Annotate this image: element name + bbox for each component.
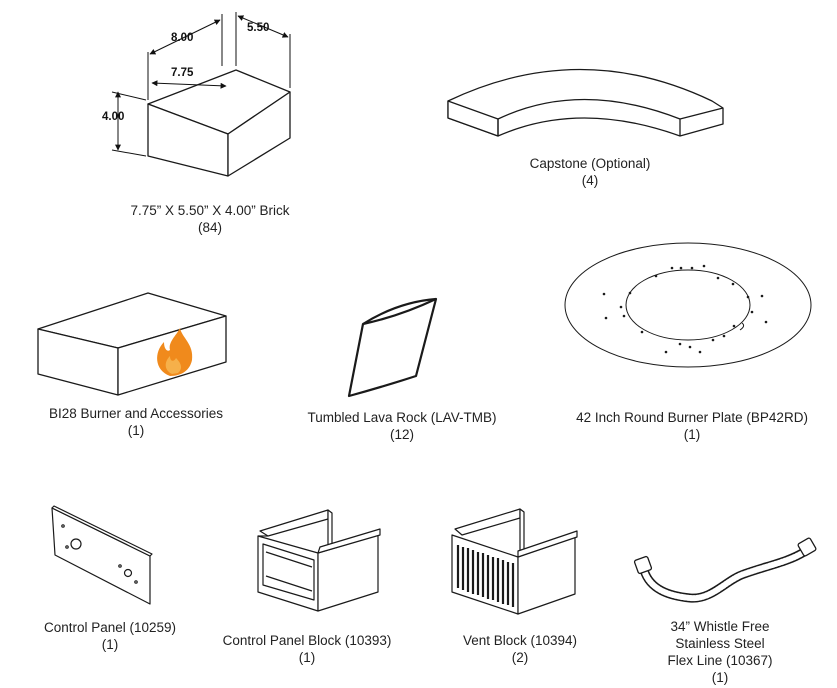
vent-block-qty: (2) — [511, 650, 529, 665]
brick-dim-width: 5.50 — [247, 22, 269, 34]
control-panel-caption: Control Panel (10259) (1) — [28, 619, 192, 653]
flex-line-drawing — [633, 537, 817, 603]
lava-rock-caption: Tumbled Lava Rock (LAV-TMB) (12) — [284, 409, 520, 443]
burner-plate-name: 42 Inch Round Burner Plate (BP42RD) — [576, 410, 808, 425]
burner-box-drawing — [37, 292, 227, 396]
flex-line-line3: Flex Line (10367) — [667, 653, 773, 668]
burner-plate-qty: (1) — [683, 427, 701, 442]
flex-line-caption: 34” Whistle Free Stainless Steel Flex Li… — [640, 618, 800, 686]
flex-line-line2: Stainless Steel — [675, 636, 765, 651]
vent-block-drawing — [451, 508, 578, 615]
control-panel-block-qty: (1) — [298, 650, 316, 665]
burner-qty: (1) — [127, 423, 145, 438]
flame-icon — [157, 328, 193, 376]
control-panel-name: Control Panel (10259) — [43, 620, 177, 635]
brick-drawing — [147, 69, 291, 177]
control-panel-block-name: Control Panel Block (10393) — [222, 633, 392, 648]
burner-name: BI28 Burner and Accessories — [48, 406, 224, 421]
lava-rock-drawing — [347, 297, 438, 398]
brick-qty: (84) — [197, 220, 222, 235]
lava-rock-name: Tumbled Lava Rock (LAV-TMB) — [307, 410, 497, 425]
brick-dim-inner: 7.75 — [171, 67, 194, 79]
burner-plate-caption: 42 Inch Round Burner Plate (BP42RD) (1) — [556, 409, 828, 443]
brick-name: 7.75” X 5.50” X 4.00” Brick — [130, 203, 290, 218]
burner-plate-drawing — [564, 242, 812, 368]
burner-caption: BI28 Burner and Accessories (1) — [20, 405, 252, 439]
control-panel-drawing — [51, 505, 153, 605]
brick-caption: 7.75” X 5.50” X 4.00” Brick (84) — [120, 202, 300, 236]
capstone-qty: (4) — [581, 173, 599, 188]
control-panel-block-drawing — [257, 509, 381, 612]
control-panel-block-caption: Control Panel Block (10393) (1) — [206, 632, 408, 666]
vent-block-caption: Vent Block (10394) (2) — [440, 632, 600, 666]
brick-dim-height: 4.00 — [102, 111, 124, 123]
flex-line-qty: (1) — [711, 670, 729, 685]
vent-block-name: Vent Block (10394) — [462, 633, 578, 648]
flex-line-line1: 34” Whistle Free — [670, 619, 770, 634]
brick-dimension-lines — [111, 12, 291, 157]
capstone-caption: Capstone (Optional) (4) — [500, 155, 680, 189]
capstone-drawing — [447, 68, 724, 137]
capstone-name: Capstone (Optional) — [529, 156, 651, 171]
control-panel-qty: (1) — [101, 637, 119, 652]
brick-dim-length: 8.00 — [171, 32, 193, 44]
lava-rock-qty: (12) — [389, 427, 414, 442]
